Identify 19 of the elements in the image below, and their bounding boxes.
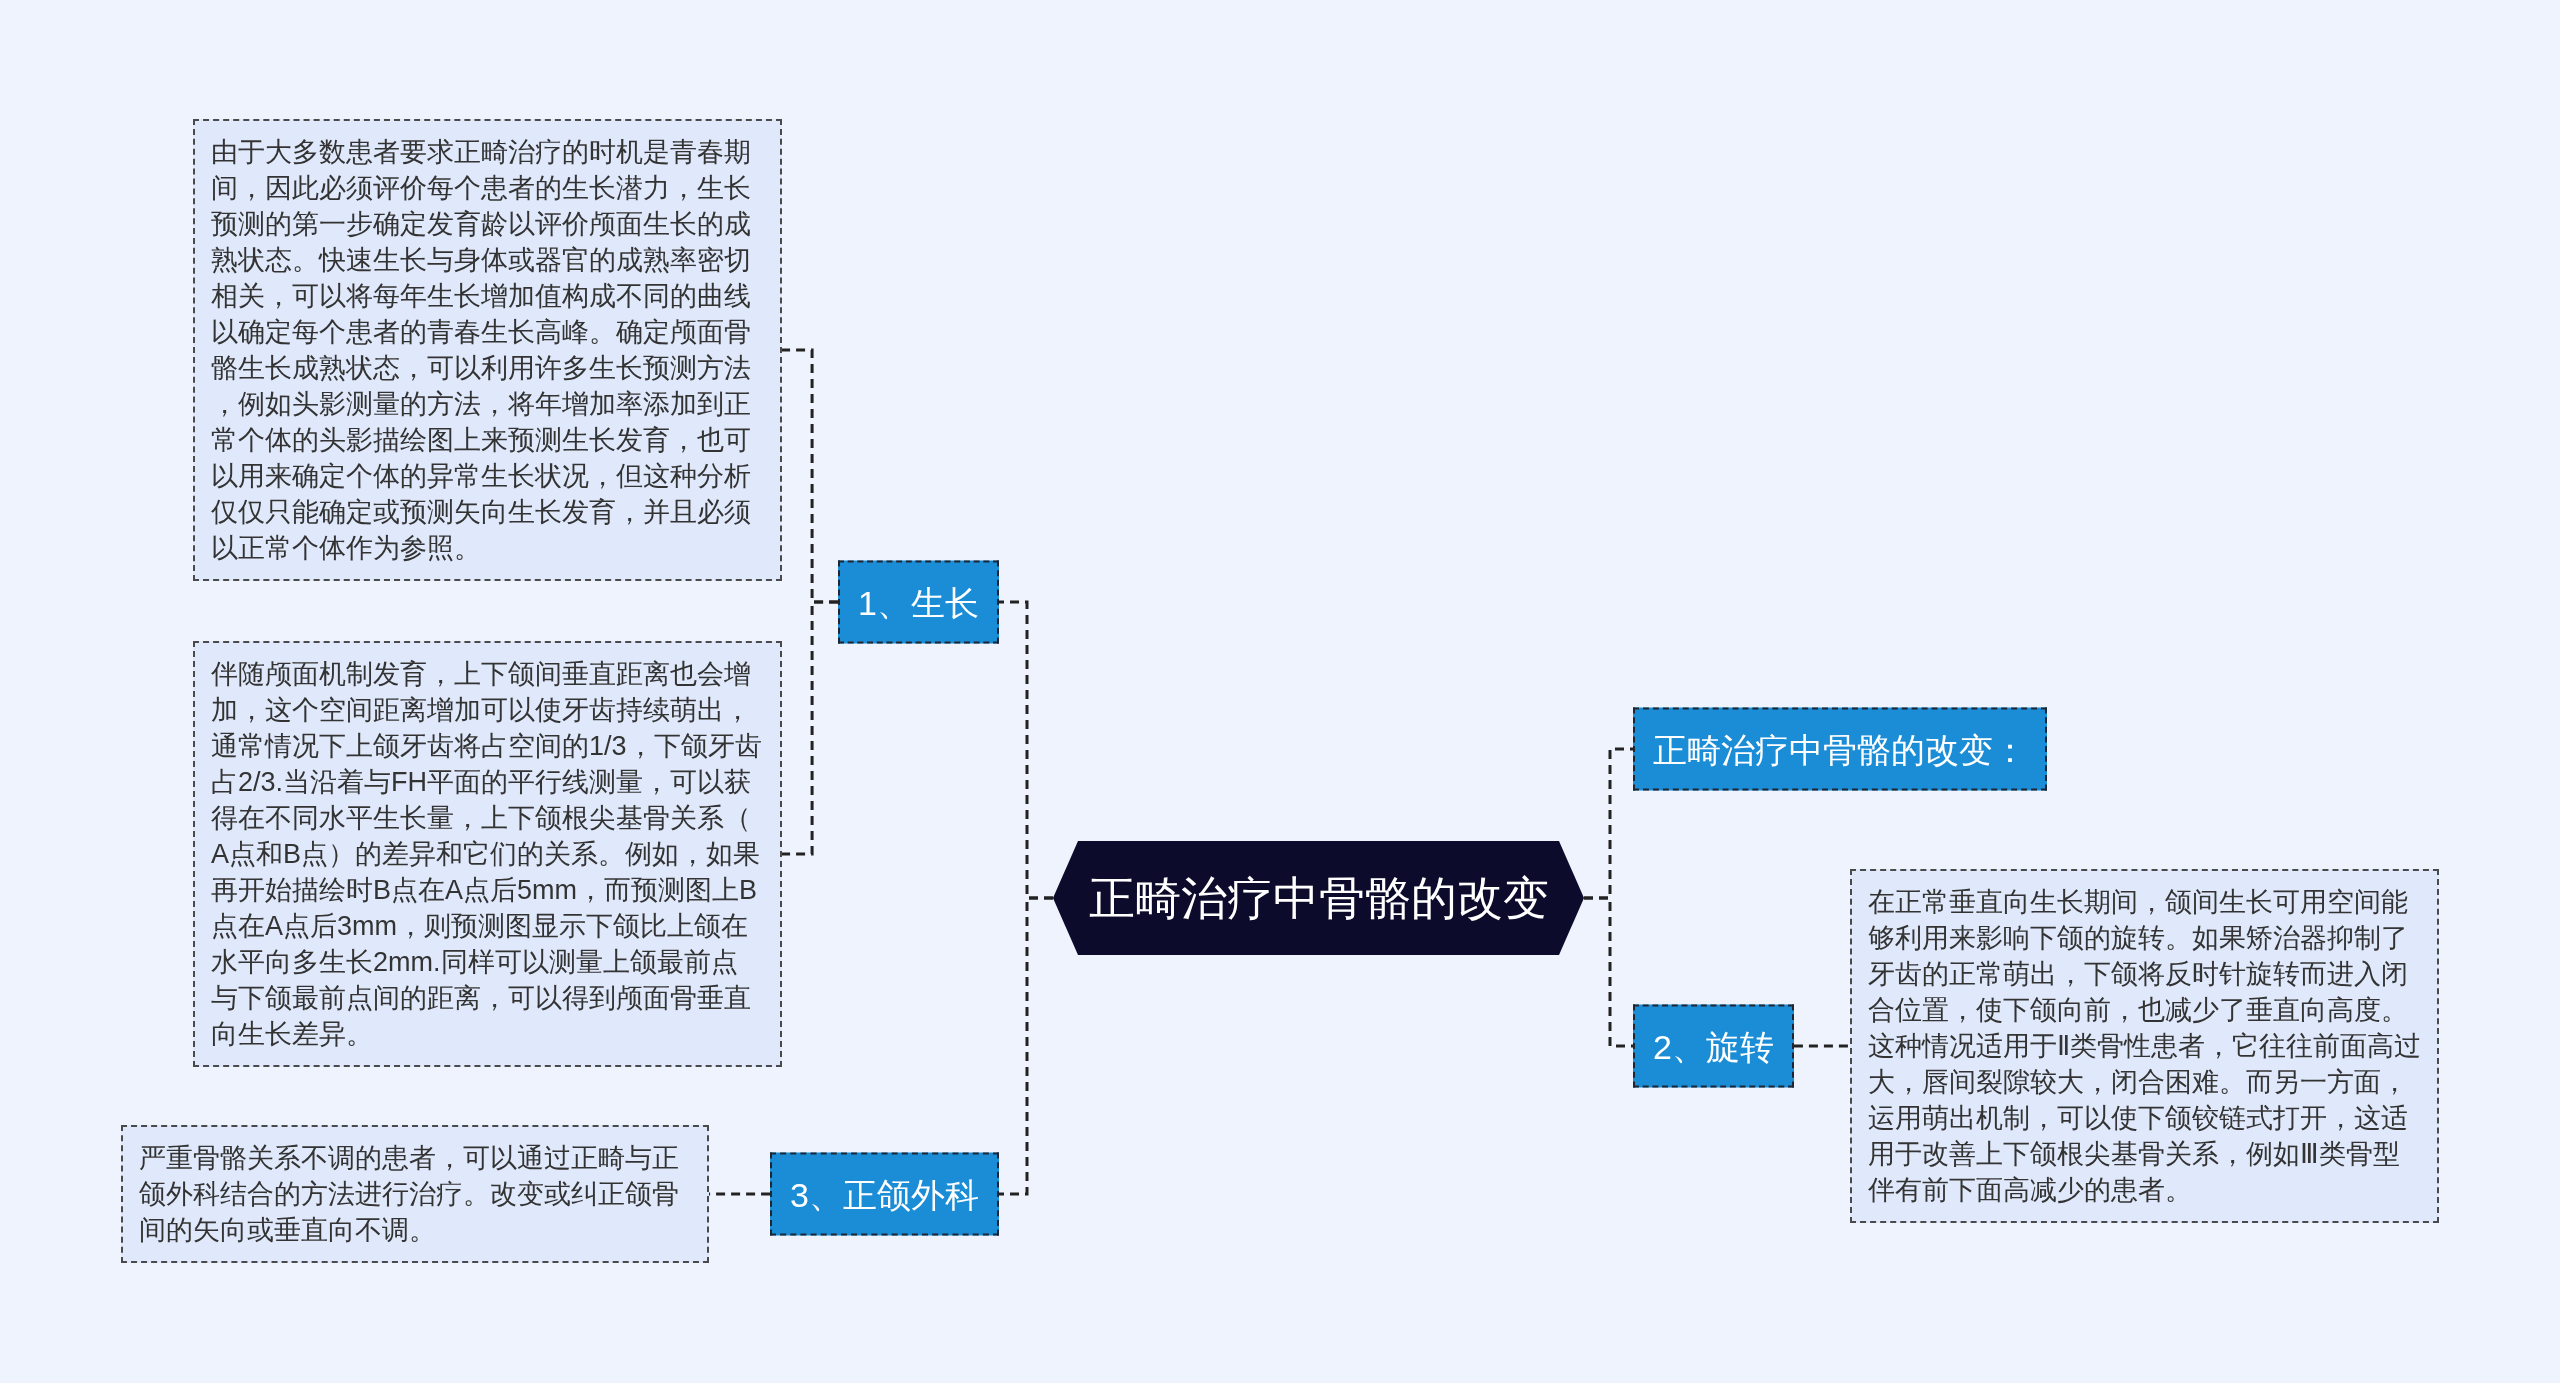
topic-node [1633,707,2047,791]
topic-node [770,1152,999,1236]
connector-line [782,600,839,856]
connector-line [1584,896,1633,1048]
note-card [121,1125,709,1263]
connector-line [1793,1044,1850,1048]
note-text: 由于大多数患者要求正畸治疗的时机是青春期间，因此必须评价每个患者的生长潜力，生长预测的第一步确定发育龄以评价颅面生长的成熟状态。快速生长与身体或器官的成熟率密切相关，可以将每年生长增加值构成不同的曲线以确定每个患者的青春生长高峰。确定颅面骨骼生长成熟状态，可以利用许多生长预测方法，例如头影测量的方法，将年增加率添加到正常个体的头影描绘图上来预测生长发育，也可以用来确定个体的异常生长状况，但这种分析仅仅只能确定或预测矢向生长发育，并且必须以正常个体作为参照。 [211,136,752,565]
topic-label: 2、旋转 [1653,1026,1774,1067]
note-text: 严重骨骼关系不调的患者，可以通过正畸与正颌外科结合的方法进行治疗。改变或纠正颌骨间的矢向或垂直向不调。 [139,1142,680,1247]
central-topic-hexagon [1053,841,1584,955]
topic-node [1633,1004,1794,1088]
topic-label: 3、正颌外科 [790,1174,979,1215]
connector-line [999,896,1053,1196]
topic-node [838,560,999,644]
note-text: 伴随颅面机制发育，上下颌间垂直距离也会增加，这个空间距离增加可以使牙齿持续萌出，通常情况下上颌牙齿将占空间的1/3，下颌牙齿占2/3.当沿着与FH平面的平行线测量，可以获得在不同水平生长量，上下颌根尖基骨关系（A点和B点）的差异和它们的关系。例如，如果再开始描绘时B点在A点后5mm，而预测图上B点在A点后3mm，则预测图显示下颌比上颌在水平向多生长2mm.同样可以测量上颌最前点与下颌最前点间的距离，可以得到颅面骨垂直向生长差异。 [211,658,763,1051]
central-topic-title: 正畸治疗中骨骼的改变 [1088,871,1549,926]
topic-label: 正畸治疗中骨骼的改变： [1653,729,2027,770]
topic-label: 1、生长 [858,582,979,623]
note-text: 在正常垂直向生长期间，颌间生长可用空间能够利用来影响下颌的旋转。如果矫治器抑制了牙齿的正常萌出，下颌将反时针旋转而进入闭合位置，使下颌向前，也减少了垂直向高度。这种情况适用于Ⅱ类骨性患者，它往往前面高过大，唇间裂隙较大，闭合困难。而另一方面，运用萌出机制，可以使下颌铰链式打开，这适用于改善上下颌根尖基骨关系，例如Ⅲ类骨型伴有前下面高减少的患者。 [1868,886,2421,1207]
